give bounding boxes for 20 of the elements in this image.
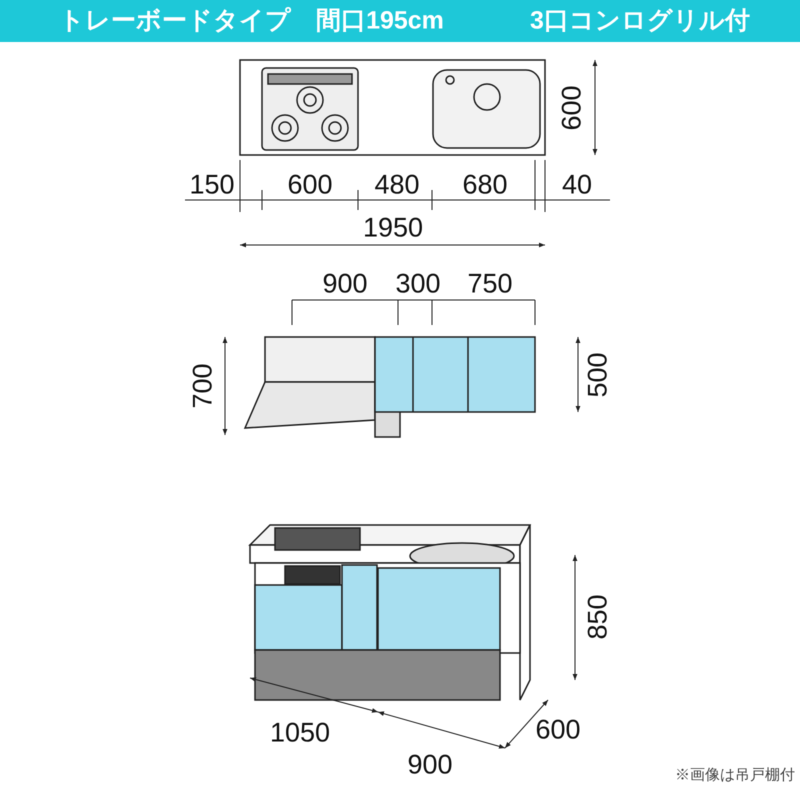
footnote: ※画像は吊戸棚付 [675, 768, 795, 782]
dimension-label: 700 [190, 363, 216, 409]
header-text: トレーボードタイプ [59, 8, 291, 34]
dimension-label: 680 [462, 172, 508, 198]
dimension-label: 150 [189, 172, 235, 198]
dimension-label: 750 [467, 270, 513, 298]
dimension-label: 480 [374, 172, 420, 198]
header-text: 3口コンログリル付 [530, 8, 750, 34]
dimension-label: 1950 [362, 214, 424, 242]
dimension-label: 600 [558, 85, 586, 131]
dimension-label: 900 [407, 752, 453, 778]
dimension-label: 40 [562, 172, 592, 198]
dimension-label: 850 [584, 594, 612, 640]
dimension-label: 600 [535, 716, 581, 744]
dimension-label: 600 [287, 172, 333, 198]
dimension-label: 300 [395, 270, 441, 298]
dimension-label: 1050 [270, 720, 330, 746]
header-text: 間口195cm [316, 8, 444, 34]
dimension-label: 900 [322, 270, 368, 298]
dimension-label: 500 [584, 352, 612, 398]
